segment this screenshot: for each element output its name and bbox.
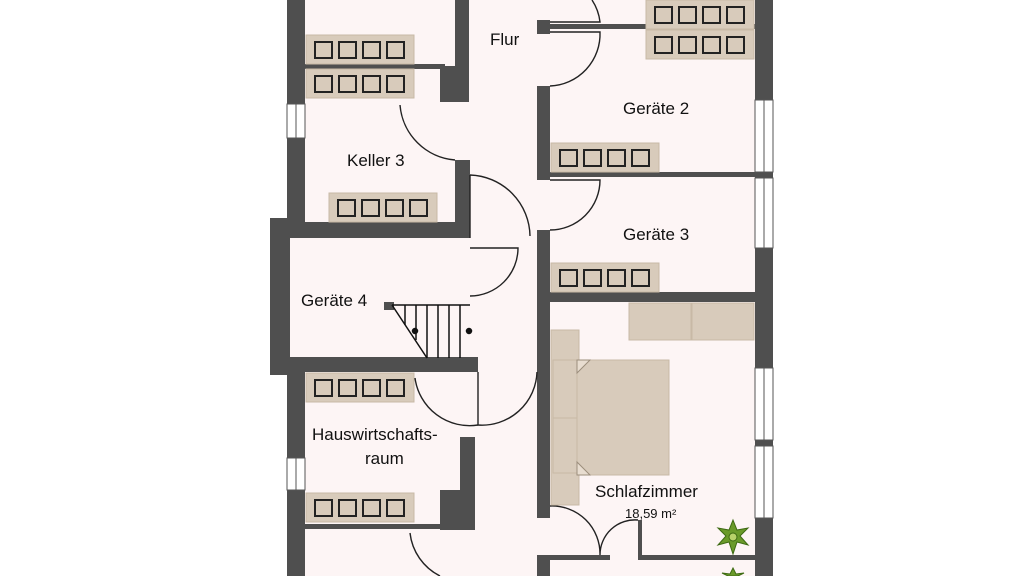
shelf — [550, 142, 660, 173]
room-label-keller-3: Keller 3 — [347, 151, 405, 170]
bed — [550, 329, 670, 506]
shelf — [645, 29, 755, 60]
staircase — [391, 304, 473, 359]
shelf — [550, 262, 660, 293]
room-area-schlafzimmer: 18,59 m² — [625, 506, 677, 521]
room-label-hauswirtschaftsraum-2: raum — [365, 449, 404, 468]
shelf — [305, 372, 415, 403]
wardrobe — [628, 302, 755, 341]
room-label-geraete-2: Geräte 2 — [623, 99, 689, 118]
room-label-schlafzimmer: Schlafzimmer — [595, 482, 698, 501]
shelf — [328, 192, 438, 223]
room-label-geraete-3: Geräte 3 — [623, 225, 689, 244]
doors — [399, 0, 639, 576]
shelf — [305, 34, 415, 65]
shelf — [645, 0, 755, 30]
room-label-geraete-4: Geräte 4 — [301, 291, 367, 310]
shelf — [305, 492, 415, 523]
plant-icon — [716, 518, 750, 576]
shelf — [305, 68, 415, 99]
room-label-hauswirtschaftsraum-1: Hauswirtschafts- — [312, 425, 438, 444]
windows — [286, 99, 774, 519]
shelves — [305, 0, 755, 523]
room-label-flur: Flur — [490, 30, 520, 49]
